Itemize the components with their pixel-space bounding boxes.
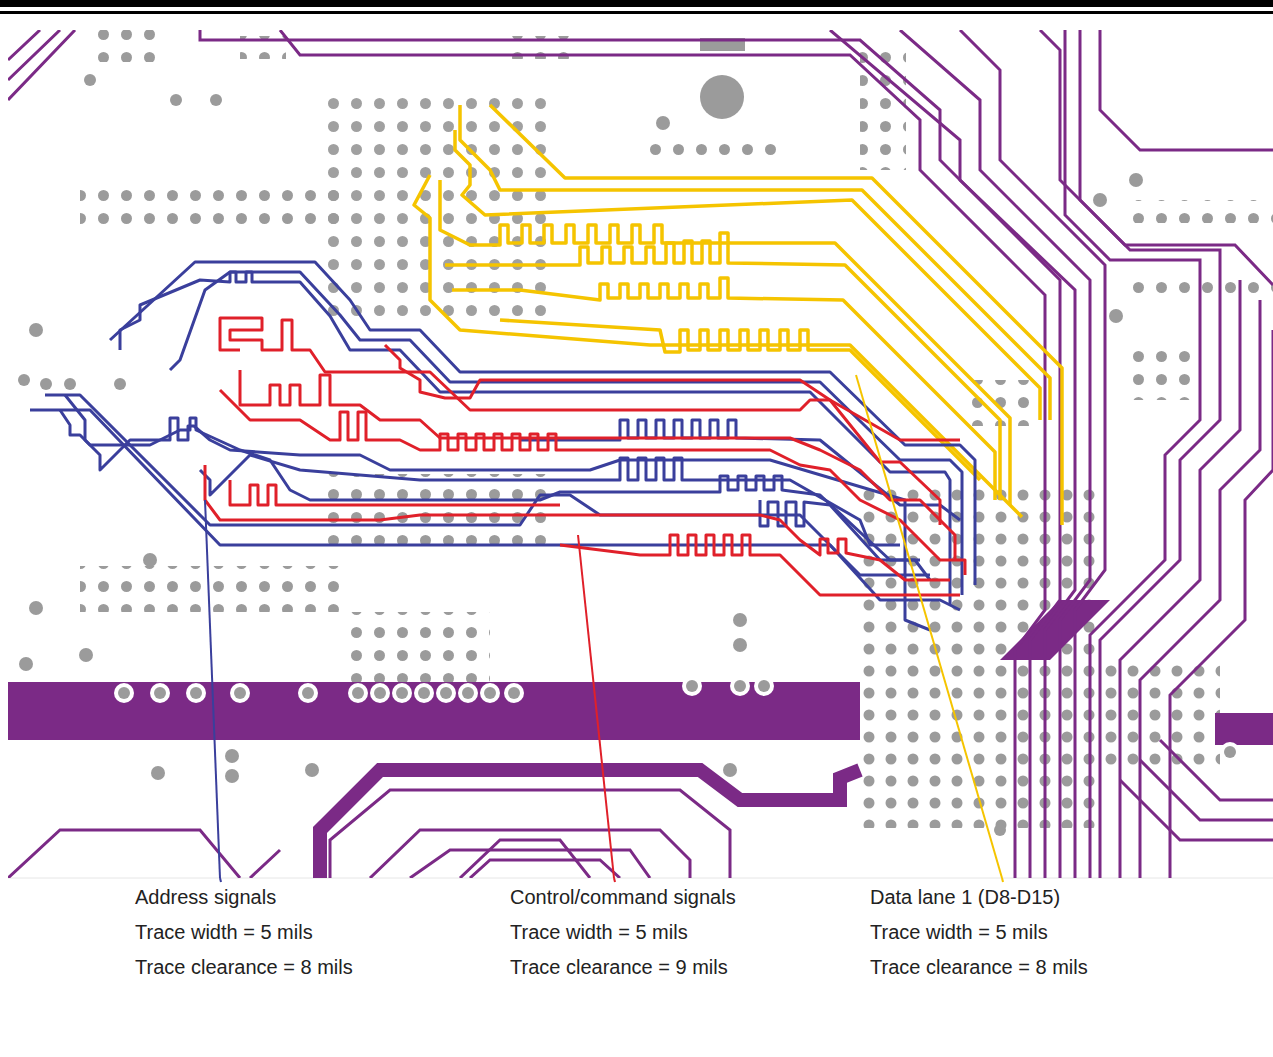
callout-text: Trace clearance = 8 mils	[870, 955, 1088, 979]
leader-line	[220, 878, 1003, 882]
board-edge	[8, 878, 1273, 879]
callout-text: Data lane 1 (D8-D15)	[870, 885, 1060, 909]
control-traces	[205, 318, 965, 595]
header-rule	[0, 0, 1273, 7]
callout-text: Trace clearance = 8 mils	[135, 955, 353, 979]
data-traces	[414, 105, 1062, 525]
callout-text: Trace width = 5 mils	[870, 920, 1048, 944]
address-traces	[30, 262, 975, 630]
callout-text: Trace clearance = 9 mils	[510, 955, 728, 979]
callout-text: Address signals	[135, 885, 276, 909]
other-layer-traces	[8, 30, 1273, 878]
header-rule	[0, 11, 1273, 14]
leader-line	[205, 375, 1002, 878]
callout-text: Trace width = 5 mils	[510, 920, 688, 944]
callout-text: Trace width = 5 mils	[135, 920, 313, 944]
callout-text: Control/command signals	[510, 885, 736, 909]
plane-vias	[114, 676, 1240, 762]
